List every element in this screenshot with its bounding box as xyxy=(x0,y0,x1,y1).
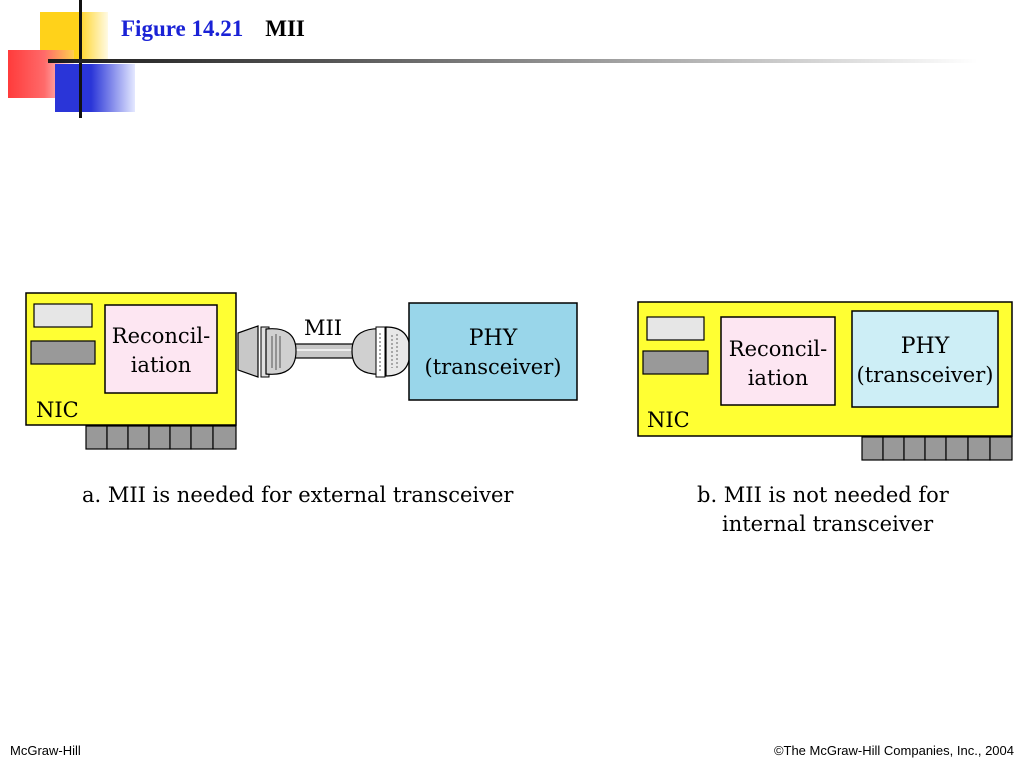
caption-b-1: b. MII is not needed for xyxy=(697,483,950,507)
reconciliation-label-a-2: iation xyxy=(131,353,192,377)
diagram-a: Reconcil- iation NIC M xyxy=(25,292,578,507)
mii-label: MII xyxy=(304,316,342,340)
phy-label-b-2: (transceiver) xyxy=(857,363,994,387)
figure-number: Figure 14.21 xyxy=(121,16,244,41)
phy-label-b-1: PHY xyxy=(901,334,950,359)
phy-label-a-1: PHY xyxy=(469,326,518,351)
phy-box-a xyxy=(408,302,578,401)
slide-title: Figure 14.21 MII xyxy=(121,16,305,42)
diagram-b: Reconcil- iation PHY (transceiver) NIC b… xyxy=(637,301,1013,536)
nic-label-b: NIC xyxy=(647,408,690,432)
decor-blue-square xyxy=(55,64,135,112)
reconciliation-label-a-1: Reconcil- xyxy=(112,324,210,348)
nic-chip-dark-a xyxy=(30,340,96,365)
header-decoration xyxy=(0,0,140,120)
nic-chip-light-b xyxy=(646,316,705,341)
phy-box-b xyxy=(851,310,999,408)
nic-chip-dark-b xyxy=(642,350,709,375)
mii-cable xyxy=(237,325,411,378)
caption-a: a. MII is needed for external transceive… xyxy=(82,483,514,507)
nic-pins-a xyxy=(85,425,237,450)
footer-publisher: McGraw-Hill xyxy=(10,743,81,758)
reconciliation-label-b-2: iation xyxy=(748,366,809,390)
nic-chip-light-a xyxy=(33,303,93,328)
reconciliation-box-a xyxy=(104,304,218,394)
nic-pins-b xyxy=(861,436,1013,461)
header-rule xyxy=(48,59,978,63)
figure-title: MII xyxy=(265,16,305,41)
footer-copyright: ©The McGraw-Hill Companies, Inc., 2004 xyxy=(773,743,1014,758)
reconciliation-label-b-1: Reconcil- xyxy=(729,337,827,361)
nic-label-a: NIC xyxy=(36,398,79,422)
reconciliation-box-b xyxy=(720,316,836,406)
caption-b-2: internal transceiver xyxy=(722,512,934,536)
phy-label-a-2: (transceiver) xyxy=(425,355,562,379)
